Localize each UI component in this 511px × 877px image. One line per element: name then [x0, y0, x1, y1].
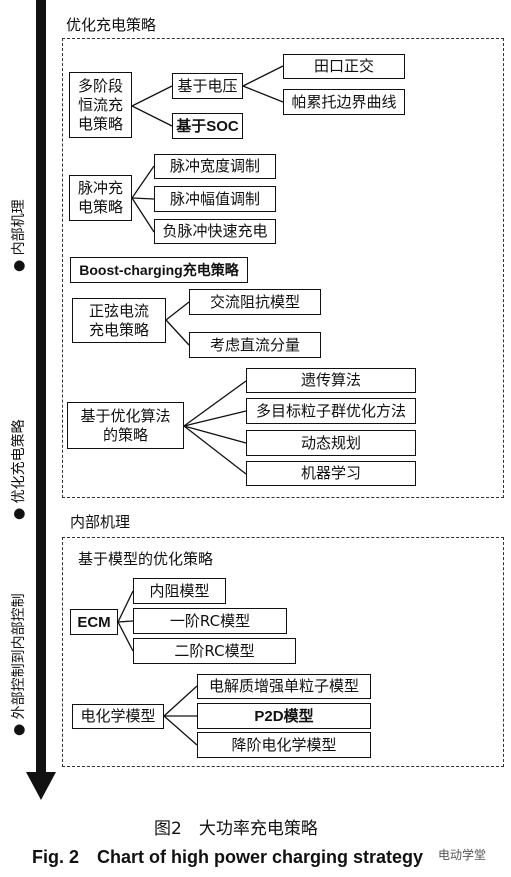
machine-learning-node: 机器学习 [246, 461, 416, 486]
figure-caption-cn: 图2 大功率充电策略 [154, 819, 318, 839]
genetic-algorithm-node: 遗传算法 [246, 368, 416, 393]
dc-component-node: 考虑直流分量 [189, 332, 321, 358]
voltage-based-node: 基于电压 [172, 73, 243, 99]
pulse-charging-node: 脉冲充 电策略 [69, 175, 132, 221]
bottom-section-heading: 内部机理 [70, 513, 131, 531]
figure-caption-en: Fig. 2 Chart of high power charging stra… [32, 847, 424, 867]
bottom-section-title: 基于模型的优化策略 [78, 550, 214, 568]
first-order-rc-node: 一阶RC模型 [133, 608, 287, 634]
internal-resistance-node: 内阻模型 [133, 578, 226, 604]
ac-impedance-node: 交流阻抗模型 [189, 289, 321, 315]
negative-pulse-node: 负脉冲快速充电 [154, 219, 276, 244]
top-section-title: 优化充电策略 [66, 16, 157, 34]
bottom-section-frame [62, 537, 504, 767]
boost-charging-node: Boost-charging充电策略 [70, 257, 248, 283]
optimization-algorithm-node: 基于优化算法 的策略 [67, 402, 184, 449]
pwm-node: 脉冲宽度调制 [154, 154, 276, 179]
mopso-node: 多目标粒子群优化方法 [246, 398, 416, 424]
dynamic-programming-node: 动态规划 [246, 430, 416, 456]
sinusoidal-current-node: 正弦电流 充电策略 [72, 298, 166, 343]
ecm-node: ECM [70, 609, 118, 635]
taguchi-node: 田口正交 [283, 54, 405, 79]
second-order-rc-node: 二阶RC模型 [133, 638, 296, 664]
watermark: 电动学堂 [438, 848, 487, 862]
electrochemical-model-node: 电化学模型 [72, 704, 164, 729]
multi-stage-cc-node: 多阶段 恒流充 电策略 [69, 72, 132, 138]
top-section-frame [62, 38, 504, 498]
pam-node: 脉冲幅值调制 [154, 186, 276, 212]
soc-based-node: 基于SOC [172, 113, 243, 139]
p2d-node: P2D模型 [197, 703, 371, 729]
pareto-node: 帕累托边界曲线 [283, 89, 405, 115]
reduced-order-node: 降阶电化学模型 [197, 732, 371, 758]
electrolyte-spm-node: 电解质增强单粒子模型 [197, 674, 371, 699]
